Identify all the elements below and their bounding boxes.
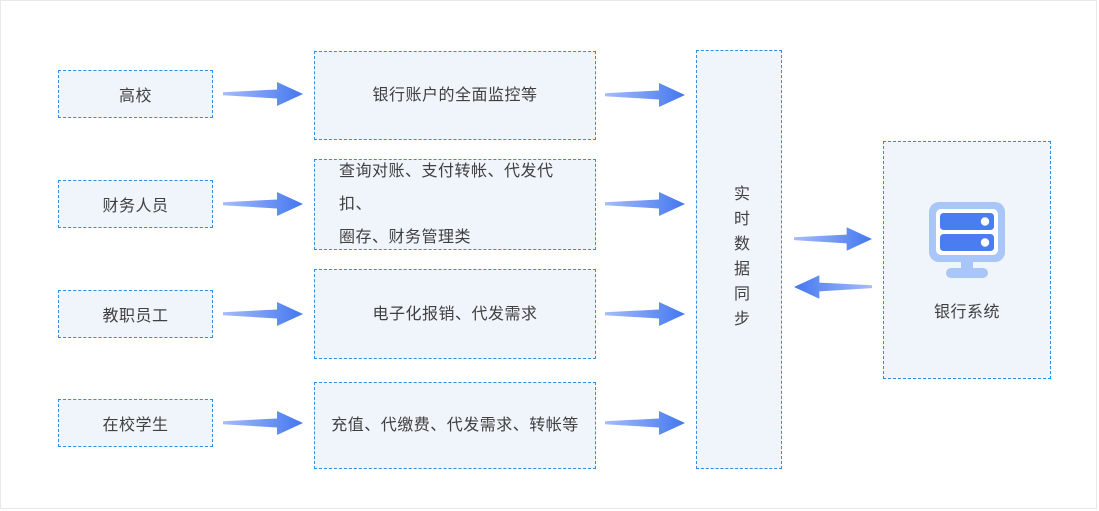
service-box-finance-operations: 查询对账、支付转帐、代发代扣、 圈存、财务管理类 [314,159,596,250]
arrow-right-icon [223,192,303,216]
server-icon [929,202,1005,278]
service-label: 充值、代缴费、代发需求、转帐等 [331,417,579,434]
actor-label: 在校学生 [102,417,169,434]
actor-box-students: 在校学生 [58,399,213,447]
arrow-right-icon [223,82,303,106]
service-box-account-monitoring: 银行账户的全面监控等 [314,51,596,140]
arrow-right-icon [605,302,685,326]
sync-node-label: 实时数据同步 [731,184,748,335]
actor-box-finance-staff: 财务人员 [58,180,213,228]
arrow-right-icon [605,411,685,435]
sync-node: 实时数据同步 [696,50,782,469]
actor-label: 教职员工 [102,308,169,325]
actor-label: 高校 [118,88,152,105]
actor-label: 财务人员 [102,198,169,215]
service-box-reimbursement: 电子化报销、代发需求 [314,269,596,359]
arrow-right-icon [794,227,872,251]
arrow-right-icon [223,302,303,326]
arrow-right-icon [223,411,303,435]
bank-node: 银行系统 [883,141,1051,379]
service-label: 银行账户的全面监控等 [372,87,538,104]
service-label-line2: 圈存、财务管理类 [339,229,472,246]
bank-node-label: 银行系统 [933,304,1000,321]
arrow-right-icon [605,192,685,216]
arrow-right-icon [605,83,685,107]
arrow-left-icon [794,275,872,299]
service-box-student-payments: 充值、代缴费、代发需求、转帐等 [314,382,596,469]
service-label-line1: 查询对账、支付转帐、代发代扣、 [339,163,554,213]
service-label: 电子化报销、代发需求 [372,305,538,323]
actor-box-faculty-staff: 教职员工 [58,290,213,338]
actor-box-university: 高校 [58,70,213,118]
